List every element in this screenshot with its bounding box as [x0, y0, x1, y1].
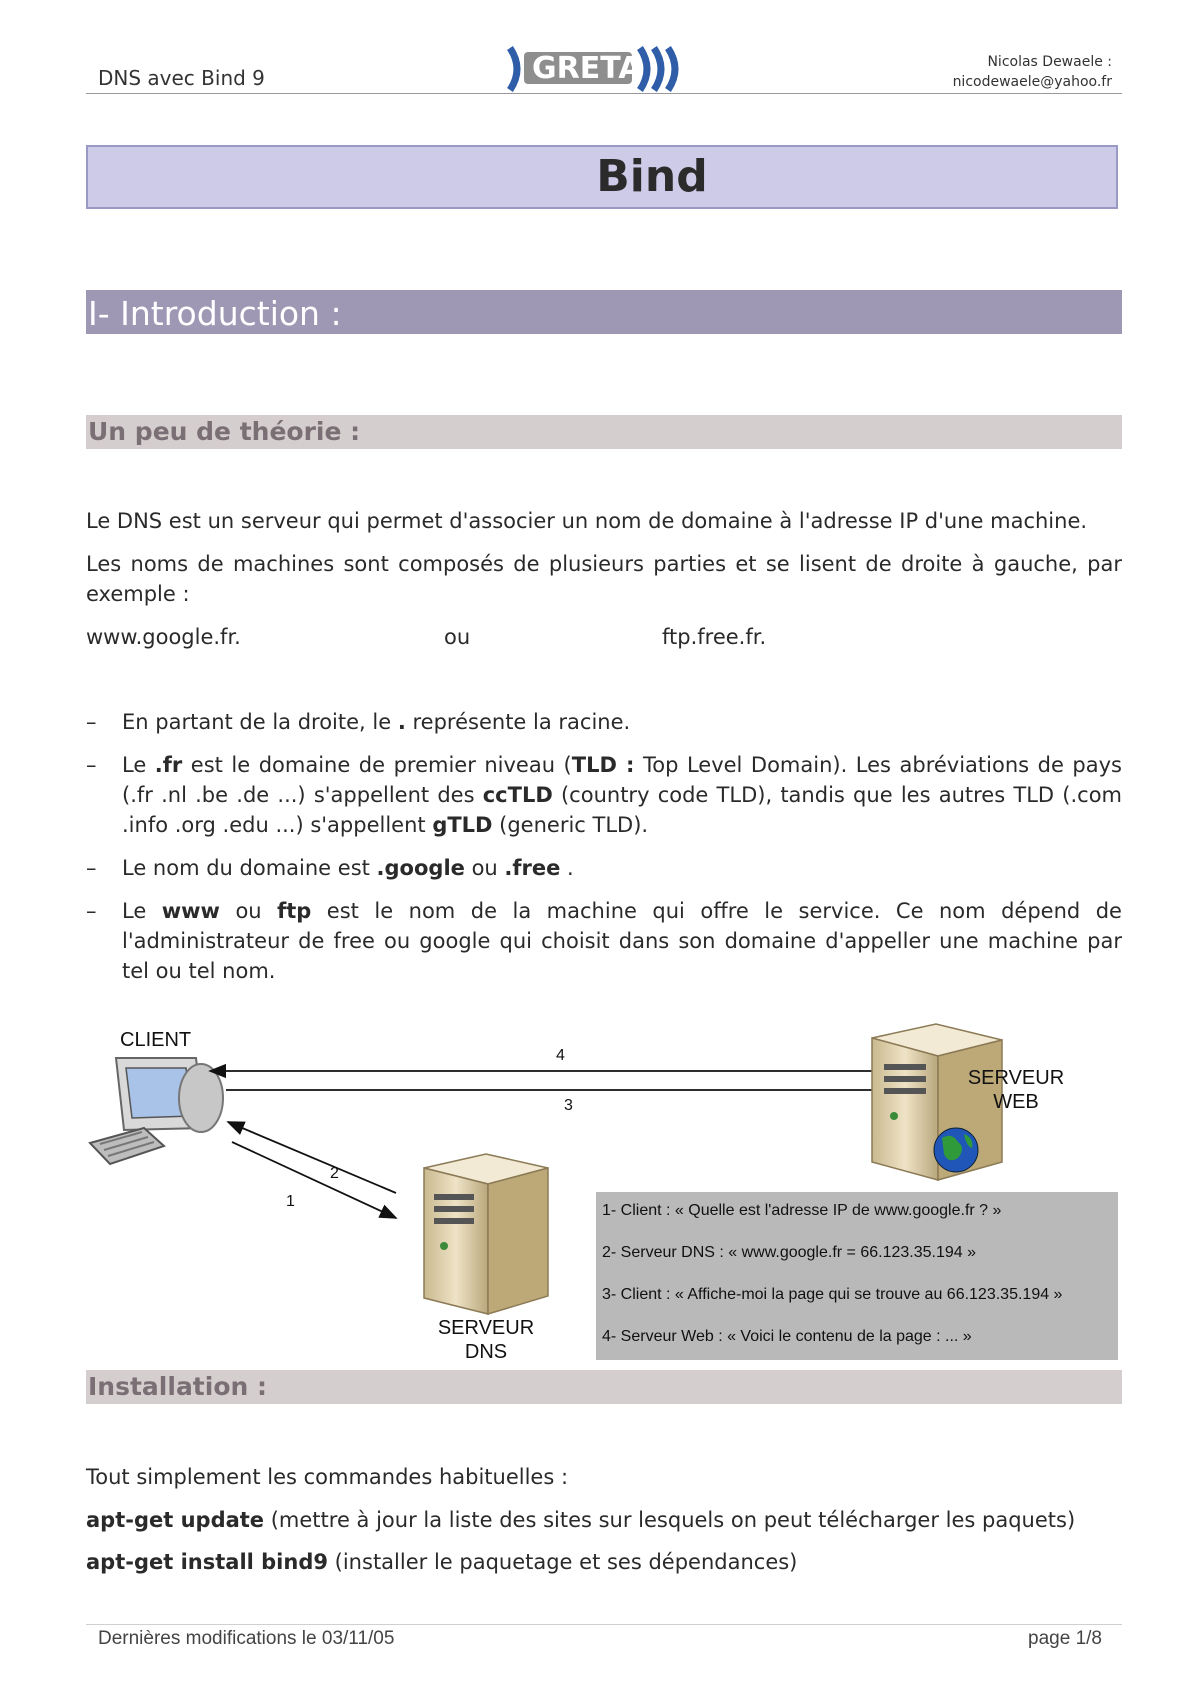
title-banner: Bind — [86, 145, 1118, 209]
legend-item-1: 1- Client : « Quelle est l'adresse IP de… — [602, 1202, 1002, 1219]
subsection-heading-theory: Un peu de théorie : — [86, 415, 1122, 449]
header-author: Nicolas Dewaele : — [987, 54, 1112, 70]
web-server-label-2: WEB — [993, 1091, 1039, 1113]
legend-item-2: 2- Serveur DNS : « www.google.fr = 66.12… — [602, 1244, 976, 1261]
logo-text: GRETA — [532, 51, 642, 86]
arrow-label-3: 3 — [564, 1097, 573, 1114]
diagram-legend: 1- Client : « Quelle est l'adresse IP de… — [596, 1192, 1118, 1360]
command-update: apt-get update — [86, 1508, 265, 1532]
example-or: ou — [444, 625, 471, 649]
dns-server-label-1: SERVEUR — [438, 1317, 534, 1339]
list-item: – Le nom du domaine est .google ou .free… — [86, 853, 1122, 883]
dns-resolution-diagram: CLIENT 4 3 2 1 — [86, 1018, 1122, 1364]
arrow-label-2: 2 — [330, 1165, 339, 1182]
client-computer-icon — [88, 1057, 224, 1166]
command-install: apt-get install bind9 — [86, 1550, 328, 1574]
paragraph-dns-definition: Le DNS est un serveur qui permet d'assoc… — [86, 509, 1088, 533]
paragraph-domain-parts: Les noms de machines sont composés de pl… — [86, 552, 1122, 606]
subsection-heading-text: Installation : — [88, 1372, 268, 1401]
paragraph-install-intro: Tout simplement les commandes habituelle… — [86, 1465, 569, 1489]
list-item: – Le .fr est le domaine de premier nivea… — [86, 750, 1122, 840]
arrow-label-1: 1 — [286, 1193, 295, 1210]
section-heading-introduction: I- Introduction : — [86, 290, 1122, 334]
list-item: – Le www ou ftp est le nom de la machine… — [86, 896, 1122, 986]
example-google: www.google.fr. — [86, 625, 241, 649]
page-title: Bind — [596, 151, 708, 202]
greta-logo: GRETA — [500, 44, 690, 94]
section-heading-text: I- Introduction : — [88, 294, 342, 333]
bullet-marker: – — [86, 710, 97, 734]
header-doc-title: DNS avec Bind 9 — [98, 66, 265, 90]
example-free: ftp.free.fr. — [662, 625, 767, 649]
footer-last-modified: Dernières modifications le 03/11/05 — [98, 1628, 395, 1649]
command-update-line: apt-get update (mettre à jour la liste d… — [86, 1505, 1122, 1535]
legend-item-4: 4- Serveur Web : « Voici le contenu de l… — [602, 1328, 972, 1345]
bullet-marker: – — [86, 856, 97, 880]
bullet-text: Le nom du domaine est .google ou .free . — [122, 856, 574, 880]
command-install-line: apt-get install bind9 (installer le paqu… — [86, 1547, 1122, 1577]
command-install-desc: (installer le paquetage et ses dépendanc… — [327, 1550, 798, 1574]
list-item: – En partant de la droite, le . représen… — [86, 707, 1122, 737]
header-author-block: Nicolas Dewaele : nicodewaele@yahoo.fr — [953, 52, 1112, 92]
arrow-label-4: 4 — [556, 1047, 565, 1064]
client-label: CLIENT — [120, 1029, 191, 1051]
bullet-text: En partant de la droite, le . représente… — [122, 710, 631, 734]
header-email[interactable]: nicodewaele@yahoo.fr — [952, 74, 1112, 90]
dns-server-label-2: DNS — [465, 1341, 507, 1363]
bullet-marker: – — [86, 753, 97, 777]
bullet-text: Le .fr est le domaine de premier niveau … — [122, 753, 1122, 837]
web-server-label-1: SERVEUR — [968, 1067, 1064, 1089]
bullet-text: Le www ou ftp est le nom de la machine q… — [122, 899, 1122, 983]
header-divider — [86, 93, 1122, 94]
command-update-desc: (mettre à jour la liste des sites sur le… — [264, 1508, 1076, 1532]
footer-page-number: page 1/8 — [1028, 1628, 1102, 1649]
dns-server-icon — [423, 1153, 549, 1316]
legend-item-3: 3- Client : « Affiche-moi la page qui se… — [602, 1286, 1063, 1303]
web-server-icon — [871, 1023, 1003, 1181]
subsection-heading-text: Un peu de théorie : — [88, 417, 361, 446]
bullet-marker: – — [86, 899, 97, 923]
subsection-heading-installation: Installation : — [86, 1370, 1122, 1404]
footer-divider — [86, 1624, 1122, 1625]
